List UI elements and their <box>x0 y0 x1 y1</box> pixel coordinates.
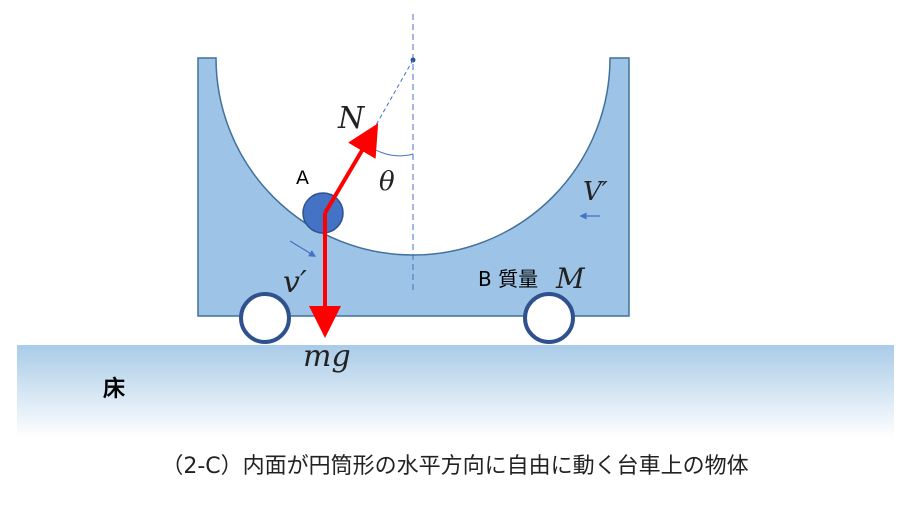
wheel-left <box>239 292 291 344</box>
normal-force-arrow <box>323 123 379 215</box>
gravity-label: mg <box>303 339 351 374</box>
cart-body <box>197 57 630 317</box>
cart-label: B 質量 <box>478 267 538 291</box>
ball-label: A <box>296 167 309 189</box>
ball-velocity-arrow <box>289 240 317 257</box>
cart-mass-label: M <box>555 262 586 295</box>
angle-label: θ <box>379 167 395 197</box>
floor-label: 床 <box>103 376 126 402</box>
wheel-right <box>523 292 575 344</box>
ball-velocity-label: v′ <box>283 265 307 300</box>
floor <box>17 345 894 438</box>
normal-force-label: N <box>337 101 366 136</box>
radius-line <box>371 59 414 133</box>
figure-caption: （2-C）内面が円筒形の水平方向に自由に動く台車上の物体 <box>161 454 749 479</box>
angle-arc <box>369 146 414 157</box>
cart-velocity-label: V′ <box>583 177 608 207</box>
